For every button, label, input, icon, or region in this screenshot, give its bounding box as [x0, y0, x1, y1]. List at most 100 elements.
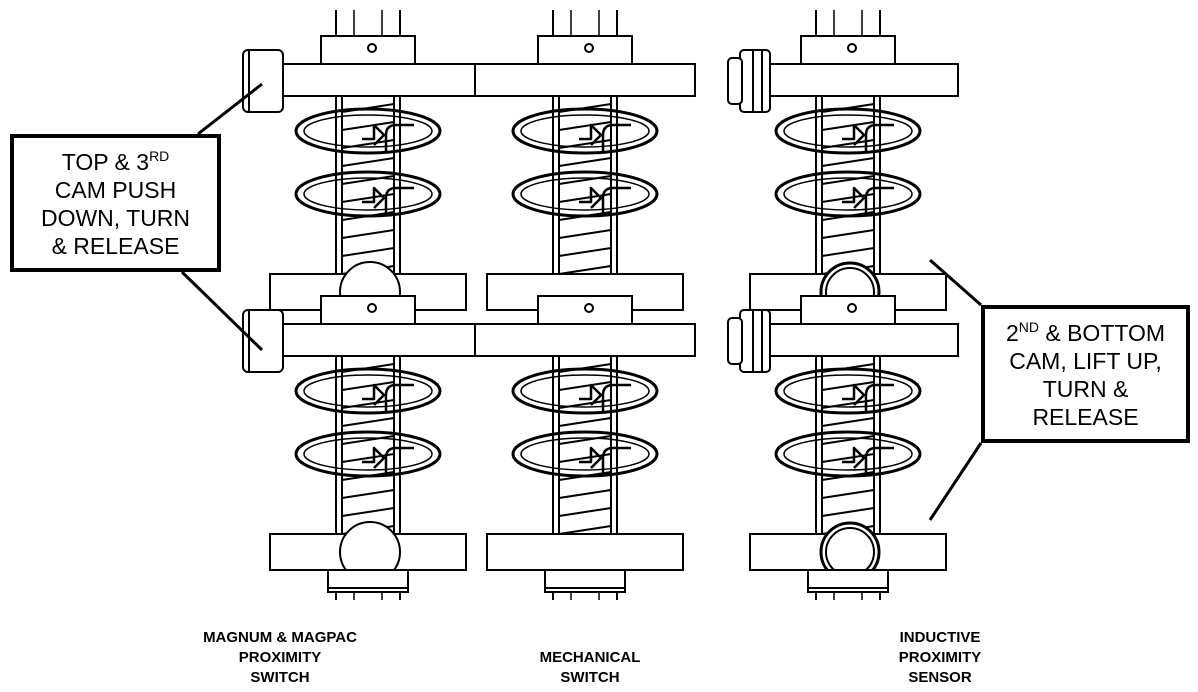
lift-path	[384, 383, 414, 413]
lift-path	[864, 186, 894, 216]
caption-magnum-magpac: MAGNUM & MAGPAC PROXIMITY SWITCH	[180, 628, 380, 688]
callout-line: RELEASE	[1032, 404, 1139, 430]
magnet-sensor-head	[242, 309, 284, 373]
spring-coil	[558, 381, 612, 391]
cam-collar	[537, 295, 633, 325]
rotation-ring-inner	[303, 437, 433, 471]
spring-coil	[821, 229, 875, 239]
turn-arrow	[579, 446, 603, 469]
turn-arrow	[842, 383, 866, 406]
cam-arm	[474, 63, 696, 97]
spring-coil	[821, 175, 875, 185]
callout-line: & RELEASE	[51, 233, 180, 259]
rotation-ring	[294, 430, 442, 478]
caption-line: PROXIMITY	[898, 649, 982, 666]
callout-line: CAM, LIFT UP,	[1009, 348, 1162, 374]
caption-mechanical: MECHANICAL SWITCH	[500, 648, 680, 688]
cam-collar	[800, 35, 896, 65]
rotation-ring	[511, 430, 659, 478]
turn-arrow	[842, 186, 866, 209]
caption-line: SENSOR	[908, 669, 972, 686]
turn-arrow	[362, 446, 386, 469]
pin-hole	[847, 303, 857, 313]
spring-coil	[558, 525, 612, 535]
spring-coil	[341, 175, 395, 185]
callout-line: TURN &	[1042, 376, 1129, 402]
lift-path	[384, 186, 414, 216]
pin-hole	[367, 303, 377, 313]
rotation-ring-inner	[520, 437, 650, 471]
rotation-ring	[294, 367, 442, 415]
lift-path	[384, 123, 414, 153]
turn-arrow	[362, 383, 386, 406]
spring-coil	[558, 435, 612, 445]
cam-arm	[257, 323, 479, 357]
rotation-ring-inner	[783, 374, 913, 408]
lift-path	[384, 446, 414, 476]
spring-coil	[341, 247, 395, 257]
callout-line: CAM PUSH	[54, 177, 177, 203]
caption-line: INDUCTIVE	[899, 629, 981, 646]
caption-line: SWITCH	[560, 669, 620, 686]
callout-leaders	[180, 82, 983, 521]
inductive-sensor-face	[727, 317, 743, 365]
rotation-ring	[774, 430, 922, 478]
turn-arrow	[579, 123, 603, 146]
rotation-ring-inner	[783, 114, 913, 148]
leader-line	[929, 258, 982, 307]
caption-inductive: INDUCTIVE PROXIMITY SENSOR	[850, 628, 1030, 688]
lift-path	[864, 446, 894, 476]
leader-line	[928, 442, 983, 521]
spring-coil	[341, 489, 395, 499]
spring-coil	[558, 247, 612, 257]
turn-arrow	[362, 123, 386, 146]
spring-coil	[558, 489, 612, 499]
turn-arrow	[842, 446, 866, 469]
inductive-sensor-body	[739, 49, 771, 113]
rotation-ring	[511, 367, 659, 415]
turn-arrow	[842, 123, 866, 146]
spring-coil	[341, 417, 395, 427]
rotation-ring-inner	[520, 177, 650, 211]
lift-path	[601, 383, 631, 413]
rotation-ring-inner	[783, 437, 913, 471]
rotation-ring-inner	[303, 177, 433, 211]
shaft-bottom-collar	[544, 569, 626, 589]
spring-coil	[341, 229, 395, 239]
caption-line: MAGNUM & MAGPAC	[203, 629, 357, 646]
caption-line: PROXIMITY	[238, 649, 322, 666]
rotation-ring	[511, 170, 659, 218]
rotation-ring	[294, 107, 442, 155]
turn-arrow	[579, 383, 603, 406]
spring-coil	[558, 229, 612, 239]
inductive-target-inner	[825, 527, 875, 577]
inductive-sensor-body	[739, 309, 771, 373]
spring-coil	[558, 175, 612, 185]
spring-coil	[341, 157, 395, 167]
rotation-ring	[511, 107, 659, 155]
cam-collar	[537, 35, 633, 65]
leader-line	[197, 82, 263, 136]
rotation-ring	[774, 367, 922, 415]
spring-coil	[821, 157, 875, 167]
turn-arrow	[579, 186, 603, 209]
caption-line: MECHANICAL	[539, 649, 641, 666]
rotation-ring-inner	[520, 374, 650, 408]
lift-path	[601, 446, 631, 476]
lift-path	[601, 123, 631, 153]
callout-lift-up: 2ND & BOTTOM CAM, LIFT UP, TURN & RELEAS…	[981, 305, 1190, 443]
spring-coil	[558, 417, 612, 427]
rotation-ring-inner	[783, 177, 913, 211]
pin-hole	[847, 43, 857, 53]
spring-coil	[341, 121, 395, 131]
cam-arm	[257, 63, 479, 97]
cam-arm	[737, 323, 959, 357]
spring-coil	[558, 121, 612, 131]
spring-coil	[821, 417, 875, 427]
mechanical-switch-cam-assembly	[474, 10, 696, 600]
turn-arrow	[362, 186, 386, 209]
callout-push-down: TOP & 3RD CAM PUSH DOWN, TURN & RELEASE	[10, 134, 221, 272]
pin-hole	[584, 303, 594, 313]
magnum-magpac-cam-assembly	[242, 10, 479, 600]
spring-coil	[341, 507, 395, 517]
